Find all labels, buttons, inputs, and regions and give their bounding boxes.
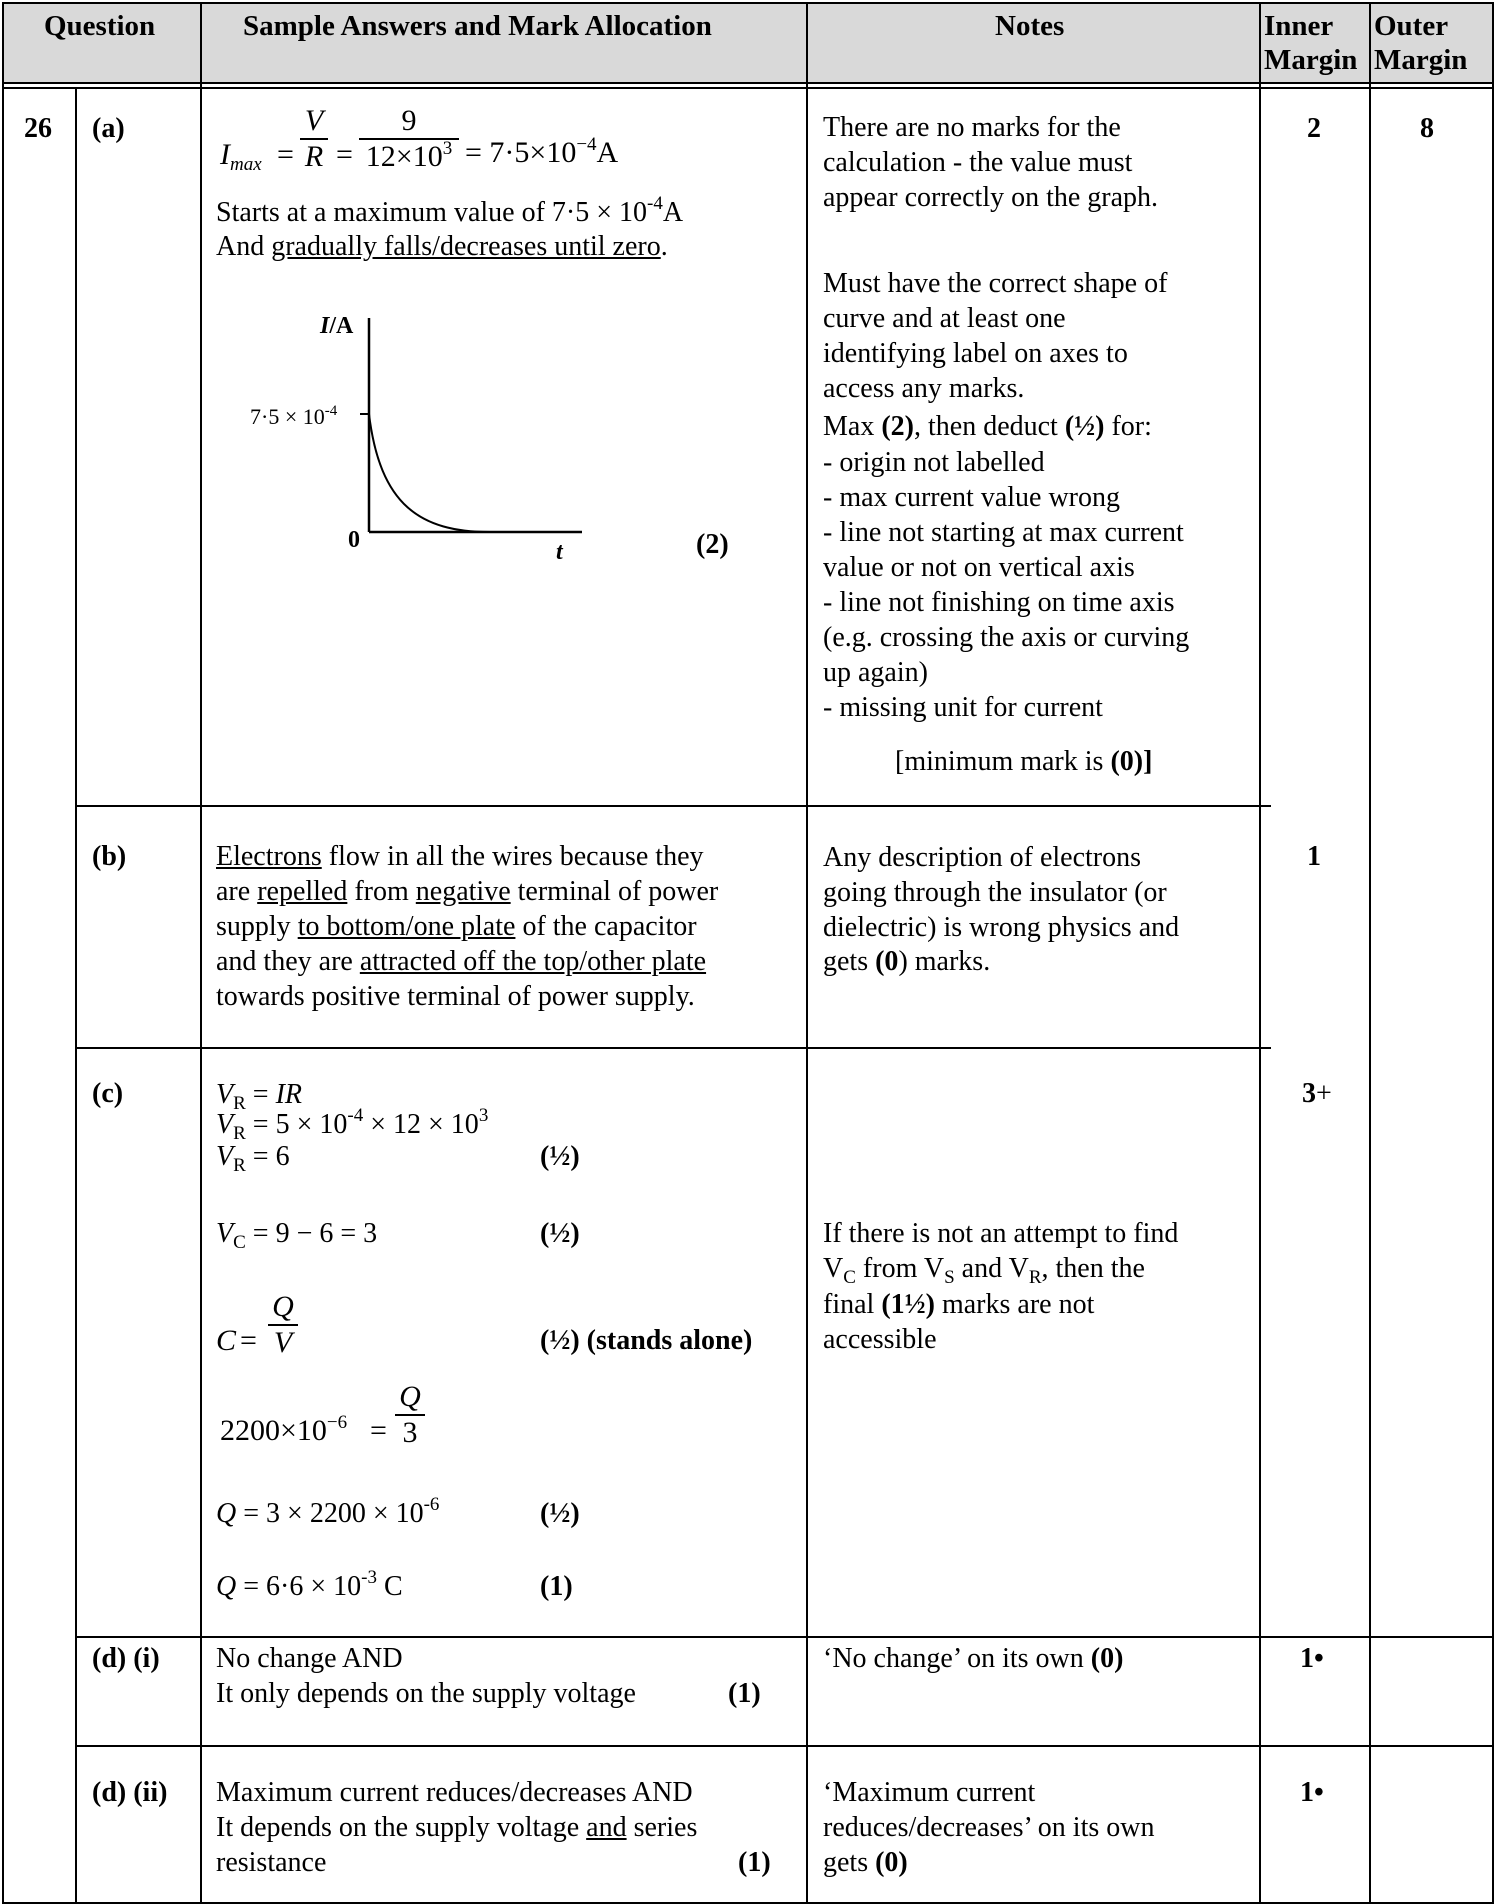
- header-question: Question: [44, 10, 156, 42]
- header-bottom-line: [2, 82, 1494, 84]
- part-a-mark: (2): [696, 529, 729, 560]
- part-c-notes-2: VC from VS and VR, then the: [823, 1253, 1145, 1288]
- part-c-half-mark-2: (½): [540, 1218, 580, 1249]
- part-a-notes-2: Must have the correct shape of curve and…: [823, 268, 1168, 404]
- part-dii-line-2: It depends on the supply voltage and ser…: [216, 1812, 698, 1843]
- part-di-line-2: It only depends on the supply voltage: [216, 1678, 636, 1709]
- part-a-notes-5: [minimum mark is (0)]: [895, 746, 1153, 777]
- part-di-inner-margin: 1•: [1300, 1643, 1324, 1674]
- col-answers-divider: [806, 2, 808, 1904]
- part-b-inner-margin: 1: [1307, 841, 1321, 872]
- part-c-half-mark-4: (½): [540, 1498, 580, 1529]
- part-di-line-1: No change AND: [216, 1643, 403, 1674]
- graph-origin-label: 0: [348, 527, 360, 553]
- question-number: 26: [24, 113, 52, 144]
- col-qnum-divider: [75, 88, 77, 1904]
- header-row-background: [2, 2, 1494, 84]
- part-c-line-4: VC = 9 − 6 = 3: [216, 1218, 378, 1253]
- graph-y-label: I/A: [320, 313, 354, 339]
- part-b-line-1: Electrons flow in all the wires because …: [216, 841, 704, 872]
- eq-result: = 7·5×10−4A: [465, 134, 619, 169]
- eq-equals-1: =: [277, 138, 294, 171]
- part-dii-line-1: Maximum current reduces/decreases AND: [216, 1777, 693, 1808]
- graph-tick-label: 7·5 × 10-4: [250, 403, 338, 430]
- border-left: [2, 2, 4, 1904]
- part-c-notes-1: If there is not an attempt to find: [823, 1218, 1179, 1249]
- part-b-line-3: supply to bottom/one plate of the capaci…: [216, 911, 697, 942]
- part-di-notes: ‘No change’ on its own (0): [823, 1643, 1124, 1674]
- graph-x-label: t: [556, 539, 563, 565]
- header-bottom-line-2: [2, 87, 1494, 89]
- part-c-notes-3: final (1½) marks are not: [823, 1289, 1095, 1320]
- col-notes-divider: [1259, 2, 1261, 1904]
- part-c-notes-4: accessible: [823, 1324, 937, 1355]
- part-a-notes-1: There are no marks for the calculation -…: [823, 112, 1159, 213]
- part-c-inner-margin: 3+: [1302, 1078, 1332, 1109]
- part-dii-notes-1: ‘Maximum current: [823, 1777, 1036, 1808]
- row-a-bottom-line: [76, 805, 1271, 807]
- part-b-notes-1: Any description of electrons going throu…: [823, 842, 1180, 943]
- eq-d-equals: =: [370, 1414, 387, 1447]
- border-bottom: [2, 1902, 1494, 1904]
- eq-c-equals: =: [240, 1324, 257, 1357]
- part-c-line-8: Q = 6·6 × 10-3 C: [216, 1567, 403, 1602]
- eq-equals-2: =: [336, 138, 353, 171]
- part-dii-notes-3: gets (0): [823, 1847, 908, 1878]
- part-c-half-mark-1: (½): [540, 1141, 580, 1172]
- part-b-line-2: are repelled from negative terminal of p…: [216, 876, 719, 907]
- header-outer-2: Margin: [1374, 44, 1468, 76]
- row-di-bottom-line: [76, 1745, 1492, 1747]
- header-answers: Sample Answers and Mark Allocation: [243, 10, 712, 42]
- part-b-notes-2: gets (0) marks.: [823, 946, 991, 977]
- part-c-line-2: VR = 5 × 10-4 × 12 × 103: [216, 1105, 489, 1144]
- border-top: [2, 2, 1494, 4]
- outer-margin-total: 8: [1420, 113, 1434, 144]
- imax-symbol: Imax: [220, 138, 262, 175]
- header-outer-1: Outer: [1374, 10, 1449, 42]
- part-c-half-mark-3: (½) (stands alone): [540, 1325, 753, 1356]
- fraction-9-over-12e3: 9 12×103: [359, 104, 459, 174]
- part-c-line-7: Q = 3 × 2200 × 10-6: [216, 1494, 440, 1529]
- row-b-bottom-line: [76, 1047, 1271, 1049]
- part-a-line-1: Starts at a maximum value of 7·5 × 10-4A: [216, 193, 684, 228]
- eq-c-symbol: C: [216, 1324, 237, 1357]
- part-a-inner-margin: 2: [1307, 113, 1321, 144]
- part-dii-line-3: resistance: [216, 1847, 327, 1878]
- border-right: [1492, 2, 1494, 1904]
- part-c-mark-1: (1): [540, 1571, 573, 1602]
- header-notes: Notes: [995, 10, 1065, 42]
- col-question-divider: [200, 2, 202, 1904]
- part-a-line-2: And gradually falls/decreases until zero…: [216, 231, 668, 262]
- graph-decay-curve: [368, 413, 491, 533]
- part-dii-notes-2: reduces/decreases’ on its own: [823, 1812, 1155, 1843]
- part-a-notes-4: - origin not labelled - max current valu…: [823, 447, 1190, 723]
- header-inner-1: Inner: [1264, 10, 1334, 42]
- part-b-label: (b): [92, 841, 127, 872]
- col-inner-divider: [1369, 2, 1371, 1904]
- part-di-label: (d) (i): [92, 1643, 160, 1674]
- part-b-line-4: and they are attracted off the top/other…: [216, 946, 707, 977]
- header-inner-2: Margin: [1264, 44, 1358, 76]
- part-c-line-1: VR = IR: [216, 1079, 303, 1114]
- part-a-label: (a): [92, 113, 125, 144]
- part-di-mark: (1): [728, 1678, 761, 1709]
- part-c-line-3: VR = 6: [216, 1141, 290, 1176]
- part-dii-mark: (1): [738, 1847, 771, 1878]
- part-a-notes-3: Max (2), then deduct (½) for:: [823, 411, 1152, 442]
- current-time-graph: [360, 318, 582, 534]
- part-dii-label: (d) (ii): [92, 1777, 168, 1808]
- part-c-label: (c): [92, 1078, 124, 1109]
- eq-d-lhs: 2200×10−6: [220, 1412, 348, 1447]
- part-dii-inner-margin: 1•: [1300, 1777, 1324, 1808]
- row-c-bottom-line: [76, 1636, 1492, 1638]
- part-b-line-5: towards positive terminal of power suppl…: [216, 981, 695, 1012]
